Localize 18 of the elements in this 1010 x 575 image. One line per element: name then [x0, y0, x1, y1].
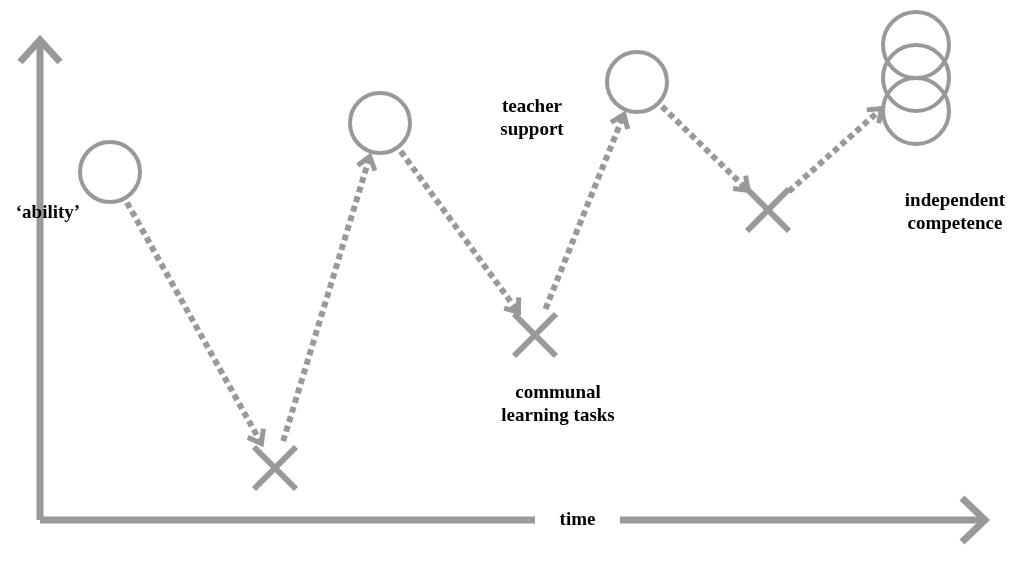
text-label: ‘ability’ [14, 200, 82, 223]
text-label: communal learning tasks [500, 380, 616, 426]
stacked-circles [881, 10, 951, 146]
dashed-arrow [124, 201, 266, 446]
text-label: time [558, 507, 597, 530]
text-label: independent competence [903, 188, 1007, 234]
dashed-arrow [398, 149, 522, 315]
cross-marker [250, 443, 300, 493]
dashed-arrow [280, 154, 378, 443]
circle-marker [78, 140, 142, 204]
dashed-arrow [659, 104, 751, 193]
text-label: teacher support [499, 94, 565, 140]
cross-marker [743, 185, 793, 235]
circle-marker [605, 50, 669, 114]
circle-marker [348, 91, 412, 155]
dashed-arrow [542, 112, 631, 311]
cross-marker [510, 310, 560, 360]
dashed-arrow [786, 106, 885, 194]
